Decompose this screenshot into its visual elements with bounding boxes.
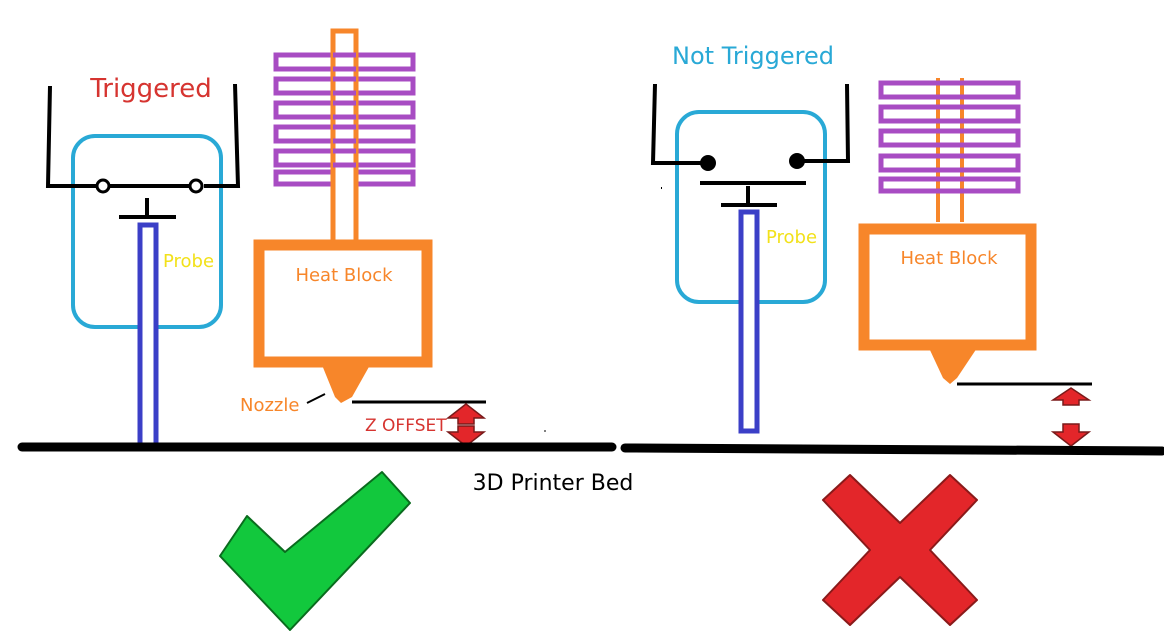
nozzle-pointer xyxy=(306,393,326,404)
right-nozzle xyxy=(929,348,977,384)
left-switch-contact-left xyxy=(95,178,111,194)
right-gap-arrows xyxy=(1050,387,1092,447)
right-heatsink xyxy=(878,80,1021,194)
check-mark-icon xyxy=(219,471,411,631)
right-switch-wire-right xyxy=(800,83,851,163)
z-offset-arrows xyxy=(445,403,487,447)
left-switch-contact-right xyxy=(188,178,204,194)
left-switch-wire-left xyxy=(45,85,96,188)
left-panel: Triggered Probe Heat Block Nozzle Z OFFS… xyxy=(17,28,617,631)
right-heat-block xyxy=(858,223,1037,351)
left-heat-break xyxy=(330,28,359,246)
not-triggered-label: Not Triggered xyxy=(672,42,834,70)
left-heat-block-label: Heat Block xyxy=(295,265,393,286)
right-probe-label: Probe xyxy=(766,227,817,248)
printer-bed-label: 3D Printer Bed xyxy=(473,471,634,496)
right-switch-wire-left xyxy=(650,83,705,165)
triggered-label: Triggered xyxy=(89,74,212,104)
right-switch-contact-right xyxy=(789,153,805,169)
left-probe-rod xyxy=(137,222,159,450)
right-switch-contact-left xyxy=(700,155,716,171)
left-heat-block xyxy=(253,239,433,368)
right-panel: Not Triggered Probe Heat Block xyxy=(620,42,1164,626)
cross-mark-icon xyxy=(822,474,978,626)
left-probe-label: Probe xyxy=(163,251,214,272)
right-printer-bed xyxy=(620,443,1164,456)
z-offset-label: Z OFFSET xyxy=(365,416,447,436)
right-probe-rod xyxy=(738,209,760,434)
left-switch-wire-right xyxy=(204,83,241,188)
nozzle-label: Nozzle xyxy=(240,395,299,416)
left-nozzle xyxy=(322,365,370,403)
right-heat-break xyxy=(936,78,964,222)
right-heat-block-label: Heat Block xyxy=(900,248,998,269)
